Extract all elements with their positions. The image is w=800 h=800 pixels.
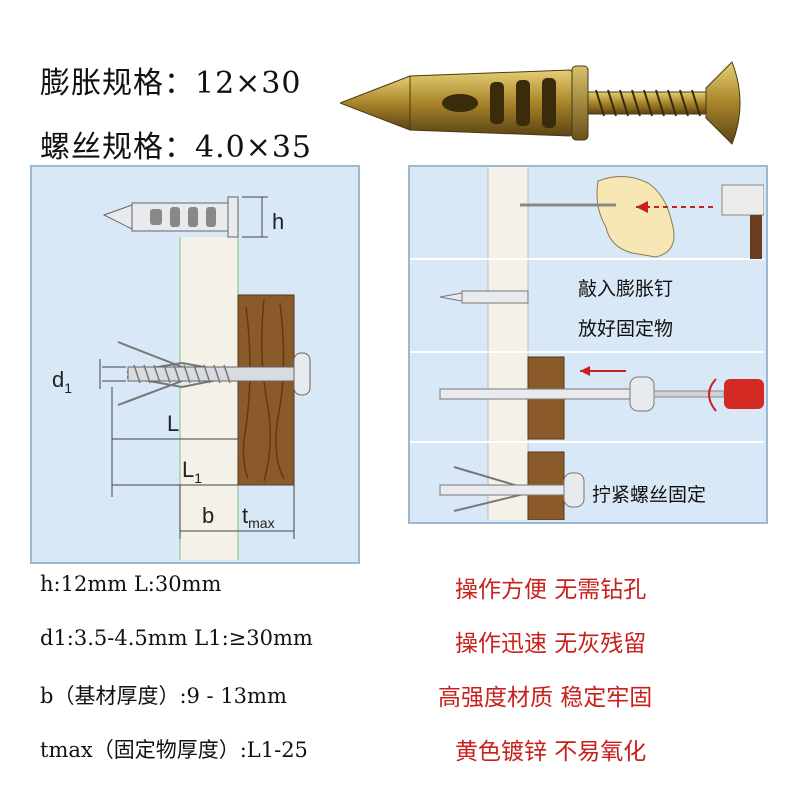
feature-line-3: 高强度材质 稳定牢固 (438, 685, 653, 711)
spec-line-4: tmax（固定物厚度）:L1-25 (40, 738, 308, 762)
anchor-screw-icon (340, 61, 741, 145)
dimension-diagram: h d1 L L1 b tmax (52, 196, 311, 560)
step1-caption-line2: 放好固定物 (578, 318, 674, 340)
installation-steps-panel (408, 165, 768, 524)
spec-line-1: h:12mm L:30mm (40, 572, 222, 596)
label-d1: d1 (52, 367, 72, 396)
label-h: h (272, 209, 284, 234)
feature-line-1: 操作方便 无需钻孔 (455, 577, 647, 603)
feature-line-2: 操作迅速 无灰残留 (455, 631, 647, 657)
step1-caption-line1: 敲入膨胀钉 (578, 278, 674, 300)
screw-spec: 螺丝规格：4.0×35 (40, 130, 313, 165)
installation-steps (410, 167, 764, 520)
feature-line-4: 黄色镀锌 不易氧化 (455, 739, 647, 765)
label-L1: L1 (182, 457, 202, 486)
spec-line-2: d1:3.5-4.5mm L1:≥30mm (40, 626, 313, 650)
label-tmax: tmax (242, 503, 275, 531)
label-b: b (202, 503, 214, 528)
hand-hammer-icon (596, 176, 764, 259)
step2-caption: 拧紧螺丝固定 (592, 484, 707, 506)
screwdriver-icon (653, 378, 764, 412)
expansion-spec: 膨胀规格：12×30 (40, 66, 302, 101)
label-L: L (167, 411, 179, 436)
spec-line-3: b（基材厚度）:9 - 13mm (40, 684, 287, 708)
